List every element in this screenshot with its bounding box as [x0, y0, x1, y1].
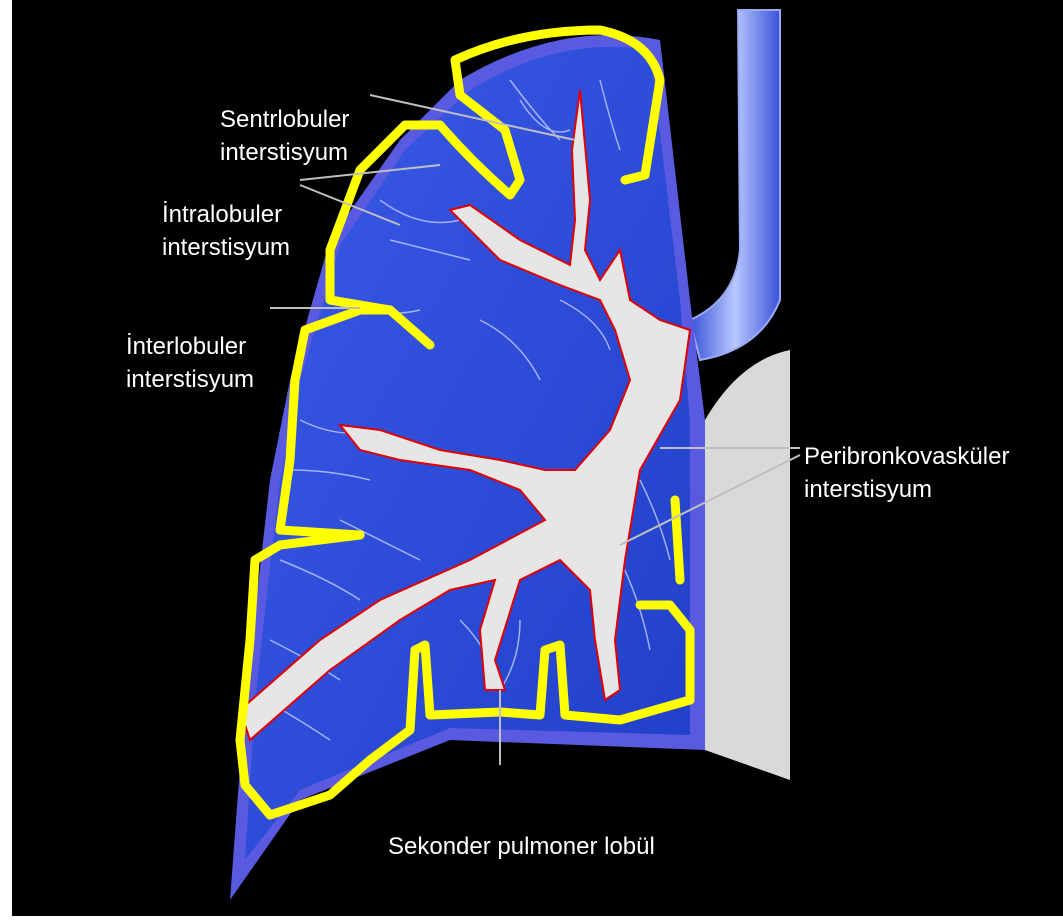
- label-intralobuler: İntralobuler interstisyum: [162, 198, 290, 264]
- label-sentrlobuler-line2: interstisyum: [220, 136, 349, 169]
- label-sekonder: Sekonder pulmoner lobül: [388, 830, 655, 863]
- label-interlobuler: İnterlobuler interstisyum: [126, 330, 254, 396]
- label-interlobuler-line1: İnterlobuler: [126, 330, 254, 363]
- label-intralobuler-line1: İntralobuler: [162, 198, 290, 231]
- label-intralobuler-line2: interstisyum: [162, 231, 290, 264]
- label-sentrlobuler: Sentrlobuler interstisyum: [220, 103, 349, 169]
- label-sekonder-line1: Sekonder pulmoner lobül: [388, 830, 655, 863]
- label-peribronkovaskuler-line1: Peribronkovasküler: [804, 440, 1009, 473]
- label-peribronkovaskuler: Peribronkovasküler interstisyum: [804, 440, 1009, 506]
- label-interlobuler-line2: interstisyum: [126, 363, 254, 396]
- label-peribronkovaskuler-line2: interstisyum: [804, 473, 1009, 506]
- pleural-surface: [705, 350, 790, 780]
- label-sentrlobuler-line1: Sentrlobuler: [220, 103, 349, 136]
